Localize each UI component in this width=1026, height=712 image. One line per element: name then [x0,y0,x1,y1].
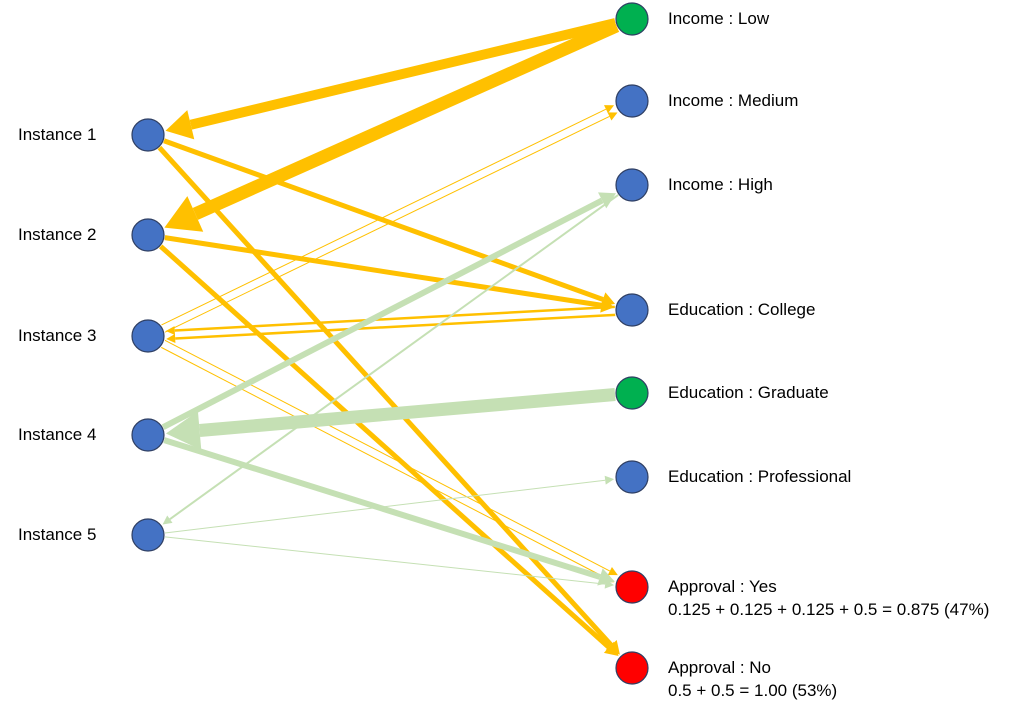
arrowhead-icon [597,568,615,586]
node-i2[interactable] [131,218,165,252]
arrowhead-icon [165,110,195,140]
arrowhead-icon [165,326,175,336]
node-label-i2: Instance 2 [18,225,97,244]
edge-line [174,305,615,332]
node-label-i4: Instance 4 [18,425,97,444]
edge-line [169,194,619,520]
edge-line [199,387,616,437]
node-label-i3: Instance 3 [18,326,97,345]
edge-line [161,197,604,430]
node-label-app_no: Approval : No [668,658,771,677]
node-inc_med[interactable] [615,84,649,118]
arrowhead-icon [164,196,204,232]
edge-i4-to-inc_high [161,192,617,430]
score-app_yes: 0.125 + 0.125 + 0.125 + 0.5 = 0.875 (47%… [668,600,990,619]
edge-line [192,19,620,220]
arrowhead-icon [166,334,176,344]
edge-i2-to-edu_col [164,235,615,313]
node-inc_high[interactable] [615,168,649,202]
node-i3[interactable] [131,319,165,353]
node-app_yes[interactable] [615,570,649,604]
node-label-edu_col: Education : College [668,300,816,319]
edge-line [161,108,607,326]
node-inc_low[interactable] [615,2,649,36]
node-label-inc_high: Income : High [668,175,773,194]
node-label-edu_grad: Education : Graduate [668,383,829,402]
edge-line [157,145,614,647]
node-label-inc_low: Income : Low [668,9,770,28]
node-edu_grad[interactable] [615,376,649,410]
edge-i2-to-app_no [159,244,619,656]
arrowhead-icon [600,297,615,313]
arrowhead-icon [598,192,617,209]
edge-line [163,437,601,580]
node-label-inc_med: Income : Medium [668,91,799,110]
arrowhead-icon [603,105,615,114]
edge-line [175,313,616,340]
edge-line [189,18,617,130]
edge-i4-to-app_yes [163,437,615,586]
edge-line [159,244,611,650]
node-app_no[interactable] [615,651,649,685]
edge-i3-to-app_yes [161,346,615,583]
node-label-i5: Instance 5 [18,525,97,544]
arrowhead-icon [603,641,619,656]
arrowhead-icon [604,579,615,589]
edge-inc_high-to-i5 [162,194,619,525]
node-label-edu_prof: Education : Professional [668,467,852,486]
edge-inc_low-to-i2 [164,19,620,232]
node-edu_col[interactable] [615,293,649,327]
score-app_no: 0.5 + 0.5 = 1.00 (53%) [668,681,838,700]
edge-line [164,235,602,308]
edge-line [164,339,611,572]
node-label-i1: Instance 1 [18,125,97,144]
edge-line [164,115,610,333]
edge-i3-to-app_yes [164,339,618,576]
edge-line [163,138,604,302]
edge-i3-to-inc_med [164,112,618,333]
node-edu_prof[interactable] [615,460,649,494]
node-i4[interactable] [131,418,165,452]
edge-i5-to-edu_prof [164,475,615,534]
arrowhead-icon [162,515,173,525]
edge-line [164,479,606,534]
node-i1[interactable] [131,118,165,152]
edge-i5-to-app_yes [164,536,615,589]
edge-line [164,536,606,585]
arrowhead-icon [607,112,618,121]
arrowhead-icon [165,411,202,450]
node-label-app_yes: Approval : Yes [668,577,777,596]
edge-edu_grad-to-i4 [165,387,616,450]
arrowhead-icon [604,475,615,485]
edge-i3-to-inc_med [161,105,615,326]
node-i5[interactable] [131,518,165,552]
edge-edu_col-to-i3 [165,305,615,336]
edge-edu_col-to-i3 [166,313,616,344]
arrowhead-icon [607,567,618,576]
edge-line [161,346,607,579]
edge-inc_low-to-i1 [165,18,617,140]
